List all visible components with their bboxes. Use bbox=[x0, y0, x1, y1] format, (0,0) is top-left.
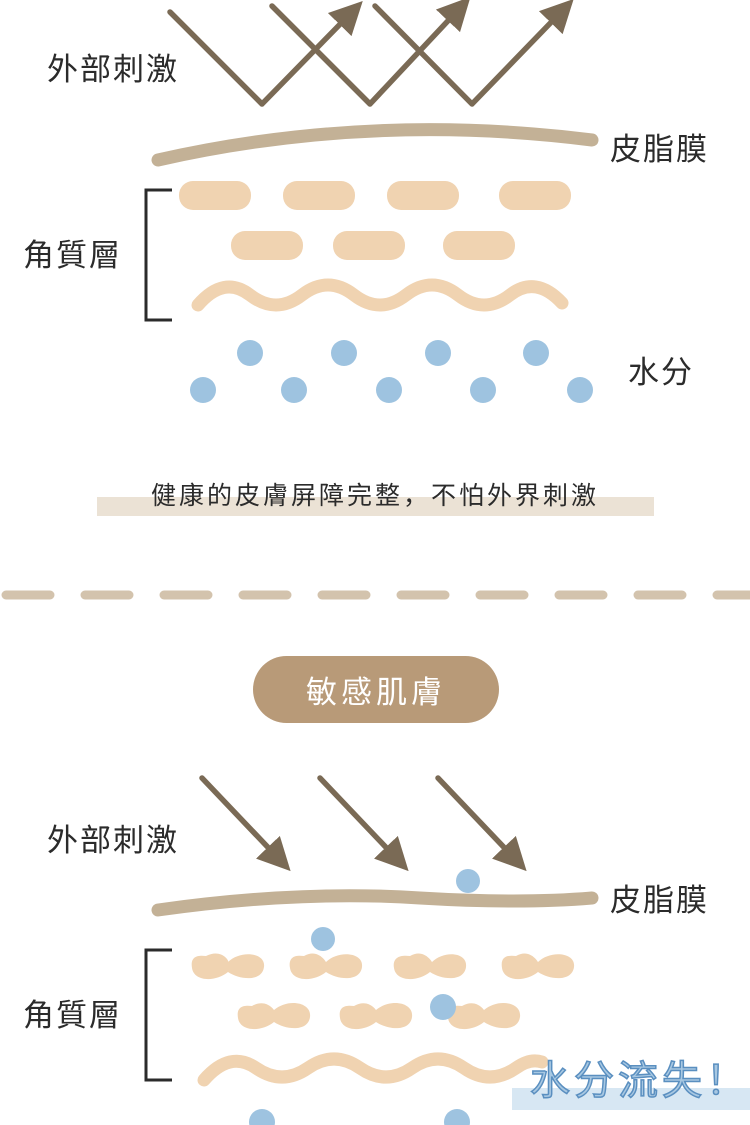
damaged-cell bbox=[393, 953, 467, 980]
damaged-cell bbox=[289, 953, 363, 980]
reflected-arrow-3 bbox=[372, 0, 574, 107]
penetrating-arrow-3 bbox=[435, 775, 527, 872]
cell bbox=[283, 181, 355, 210]
damaged-cell bbox=[191, 953, 265, 980]
stratum-label-sensitive: 角質層 bbox=[23, 998, 122, 1034]
stratum-bracket-sensitive bbox=[144, 948, 172, 1082]
stratum-label-healthy: 角質層 bbox=[23, 238, 122, 274]
cell bbox=[387, 181, 459, 210]
stimulus-label-healthy: 外部刺激 bbox=[47, 52, 179, 88]
damaged-cell bbox=[339, 1002, 413, 1030]
sensitive-skin-title: 敏感肌膚 bbox=[253, 656, 499, 723]
water-loss-highlight bbox=[512, 1088, 750, 1110]
water-droplet bbox=[311, 927, 335, 951]
cell bbox=[499, 181, 571, 210]
stimulus-label-sensitive: 外部刺激 bbox=[47, 823, 179, 859]
water-droplet bbox=[281, 377, 307, 403]
cell bbox=[443, 231, 515, 260]
reflected-arrow-2 bbox=[269, 0, 471, 107]
damaged-cell bbox=[447, 1002, 521, 1030]
cell bbox=[333, 231, 405, 260]
water-droplet bbox=[567, 377, 593, 403]
reflected-arrow-1 bbox=[167, 0, 363, 107]
corneocytes-damaged bbox=[191, 953, 575, 1030]
penetrating-stimulus-arrows bbox=[199, 775, 527, 872]
sebum-label-sensitive: 皮脂膜 bbox=[610, 883, 709, 919]
sebum-film-healthy bbox=[151, 123, 599, 167]
water-droplet bbox=[470, 377, 496, 403]
lipid-wave-healthy bbox=[191, 278, 569, 312]
water-droplet bbox=[249, 1109, 275, 1125]
corneocytes-healthy bbox=[179, 181, 571, 260]
damaged-cell bbox=[501, 953, 575, 980]
sebum-film-sensitive bbox=[151, 889, 599, 917]
water-droplet bbox=[331, 340, 357, 366]
water-droplet bbox=[190, 377, 216, 403]
penetrating-arrow-1 bbox=[199, 775, 291, 872]
lipid-wave-sensitive bbox=[197, 1052, 549, 1087]
water-droplets-escaping bbox=[249, 869, 480, 1125]
damaged-cell bbox=[237, 1002, 311, 1030]
reflected-stimulus-arrows bbox=[167, 0, 574, 107]
cell bbox=[179, 181, 251, 210]
water-label: 水分 bbox=[628, 355, 694, 391]
stratum-bracket-healthy bbox=[144, 188, 172, 322]
water-droplet bbox=[523, 340, 549, 366]
water-droplet bbox=[444, 1109, 470, 1125]
sebum-label-healthy: 皮脂膜 bbox=[610, 132, 709, 168]
caption-highlight bbox=[97, 497, 654, 516]
water-droplet bbox=[430, 994, 456, 1020]
water-droplet bbox=[237, 340, 263, 366]
water-droplet bbox=[376, 377, 402, 403]
penetrating-arrow-2 bbox=[317, 775, 409, 872]
water-droplet bbox=[425, 340, 451, 366]
water-loss-label: 水分流失！ bbox=[529, 1057, 750, 1105]
cell bbox=[231, 231, 303, 260]
water-droplet bbox=[456, 869, 480, 893]
healthy-caption: 健康的皮膚屏障完整，不怕外界刺激 bbox=[150, 481, 599, 510]
water-droplets-healthy bbox=[190, 340, 593, 403]
